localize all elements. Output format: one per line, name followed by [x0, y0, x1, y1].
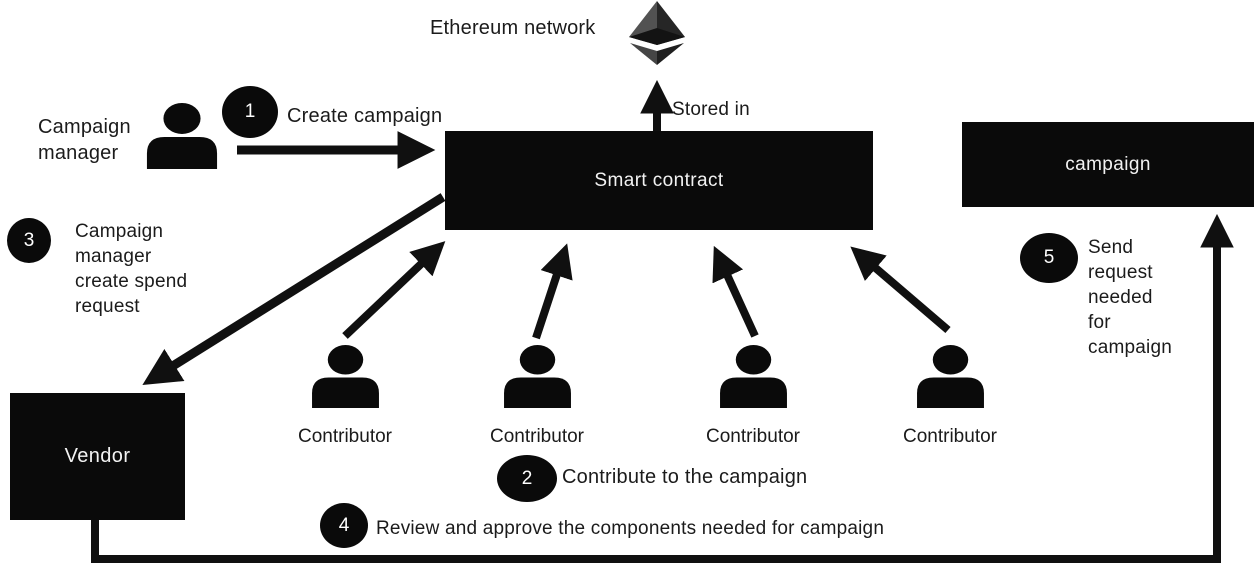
contributor-4-label: Contributor [903, 426, 997, 447]
step-2-label: Contribute to the campaign [562, 466, 808, 488]
contributor-2-label: Contributor [490, 426, 584, 447]
campaign-manager-person-icon [146, 103, 218, 169]
smart-contract-node: Smart contract [445, 131, 873, 230]
path-vendor-to-campaign [91, 213, 1234, 563]
step-4-label: Review and approve the components needed… [376, 518, 885, 539]
vendor-label: Vendor [64, 445, 131, 467]
campaign-label: campaign [1065, 153, 1151, 175]
step-3-badge: 3 [7, 218, 51, 263]
contributor-2-person-icon [504, 345, 571, 408]
contributor-3-label: Contributor [706, 426, 800, 447]
campaign-node: campaign [962, 122, 1254, 207]
arrow-contribution-1 [342, 241, 446, 339]
step-3-label: Campaign manager create spend request [75, 221, 188, 317]
arrow-contribution-2 [532, 243, 573, 340]
arrow-contribution-3 [712, 245, 759, 338]
contributor-3-person-icon [720, 345, 787, 408]
step-2-badge: 2 [497, 455, 557, 502]
step-1-number: 1 [244, 101, 256, 122]
step-4-number: 4 [338, 514, 350, 536]
ethereum-logo-icon [629, 1, 685, 65]
stored-in-label: Stored in [672, 99, 750, 120]
step-3-number: 3 [23, 229, 35, 251]
smart-contract-label: Smart contract [594, 169, 724, 191]
ethereum-network-label: Ethereum network [430, 17, 596, 39]
campaign-manager-label: Campaign manager [38, 116, 131, 164]
contributor-4-person-icon [917, 345, 984, 408]
step-5-label: Send request needed for campaign [1088, 237, 1172, 358]
step-1-label: Create campaign [287, 105, 443, 127]
contributor-1-label: Contributor [298, 426, 392, 447]
step-2-number: 2 [521, 467, 533, 489]
arrow-spend-request-to-vendor [142, 193, 446, 386]
step-5-number: 5 [1043, 247, 1055, 268]
arrow-contribution-4 [850, 246, 951, 334]
step-4-badge: 4 [320, 503, 368, 548]
step-5-badge: 5 [1020, 233, 1078, 283]
step-1-badge: 1 [222, 86, 278, 138]
vendor-node: Vendor [10, 393, 185, 520]
contributor-1-person-icon [312, 345, 379, 408]
